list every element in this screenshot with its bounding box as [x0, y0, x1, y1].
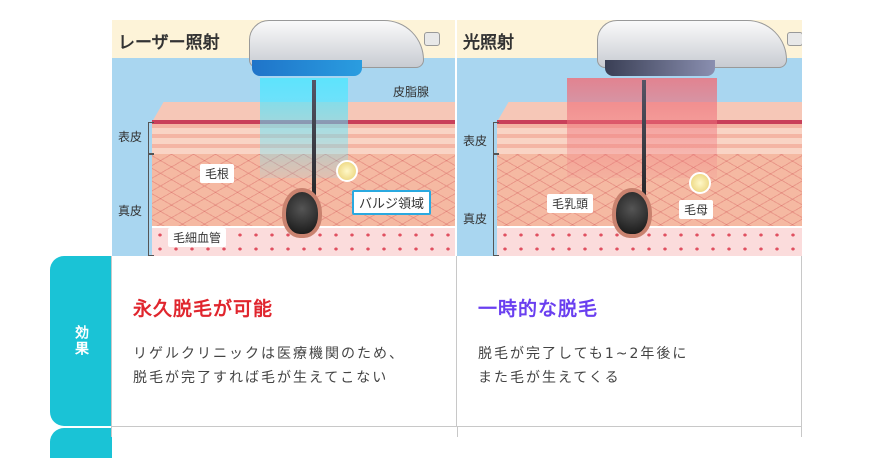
label-bulge: バルジ領域 [352, 190, 432, 215]
row-label-effect: 効果 [50, 256, 112, 426]
laser-title: レーザー照射 [118, 33, 220, 53]
next-row-label [50, 428, 112, 458]
laser-effect-cell: 永久脱毛が可能 リゲルクリニックは医療機関のため、 脱毛が完了すれば毛が生えてこ… [111, 256, 457, 427]
laser-effect-title: 永久脱毛が可能 [133, 298, 274, 320]
light-effect-cell: 一時的な脱毛 脱毛が完了しても1~2年後に また毛が生えてくる [456, 256, 802, 427]
hair [312, 80, 316, 210]
label-matrix: 毛母 [679, 200, 714, 219]
hair [642, 80, 646, 210]
label-capillary: 毛細血管 [168, 228, 227, 247]
hair-bulb [612, 188, 652, 238]
laser-illustration: レーザー照射 皮脂腺 表皮 真皮 毛根 バルジ領域 毛細血管 [112, 20, 455, 256]
label-sebaceous: 皮脂腺 [393, 85, 430, 99]
label-dermis: 真皮 [463, 212, 488, 226]
light-title: 光照射 [463, 33, 514, 53]
label-epidermis: 表皮 [118, 130, 143, 144]
hair-bulb [282, 188, 322, 238]
sebaceous-gland-icon [336, 160, 358, 182]
laser-beam [260, 78, 348, 178]
label-hair-root: 毛根 [200, 164, 235, 183]
next-row [111, 427, 802, 437]
light-effect-title: 一時的な脱毛 [478, 298, 599, 320]
laser-effect-desc: リゲルクリニックは医療機関のため、 脱毛が完了すれば毛が生えてこない [133, 346, 405, 386]
label-dermis: 真皮 [118, 204, 143, 218]
light-illustration: 光照射 表皮 真皮 毛乳頭 毛母 [457, 20, 802, 256]
label-papilla: 毛乳頭 [547, 194, 594, 213]
light-effect-desc: 脱毛が完了しても1~2年後に また毛が生えてくる [478, 346, 689, 386]
label-epidermis: 表皮 [463, 134, 488, 148]
